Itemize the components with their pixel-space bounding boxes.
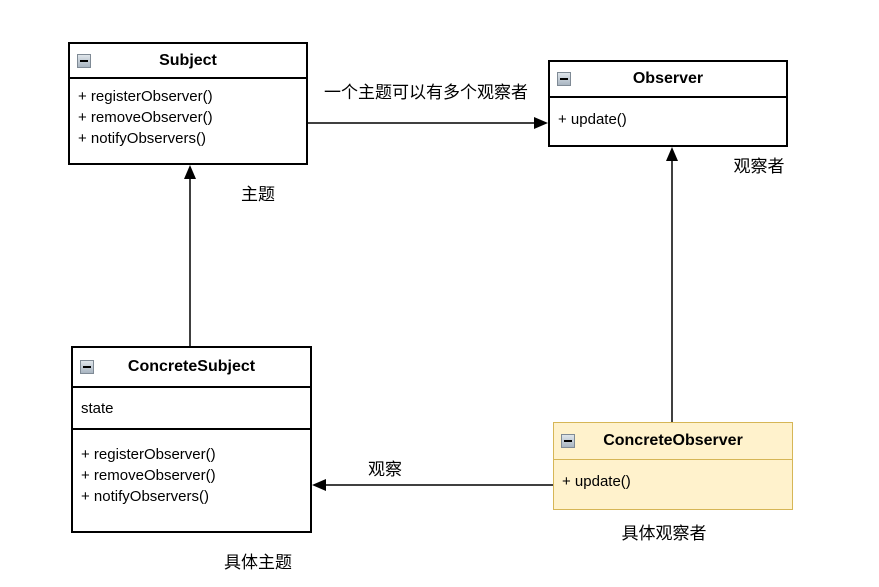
attribute-item: state (81, 400, 114, 417)
method-item: + removeObserver() (81, 467, 216, 484)
caption-concrete-observer: 具体观察者 (621, 524, 707, 543)
edge-label-observe: 观察 (368, 460, 402, 479)
methods-section: + registerObserver() + removeObserver() … (70, 79, 306, 156)
method-item: + registerObserver() (81, 446, 216, 463)
methods-section: + registerObserver() + removeObserver() … (73, 428, 310, 514)
class-box-subject[interactable]: Subject + registerObserver() + removeObs… (68, 42, 308, 165)
arrow-head (666, 147, 678, 161)
arrow-head (534, 117, 548, 129)
class-box-concrete-observer[interactable]: ConcreteObserver + update() (553, 422, 793, 510)
caption-concrete-subject: 具体主题 (224, 553, 292, 572)
edge-concretesubject-to-subject[interactable] (184, 165, 196, 346)
caption-observer: 观察者 (733, 157, 785, 176)
collapse-icon[interactable] (557, 72, 571, 86)
class-title: ConcreteSubject (127, 358, 256, 375)
collapse-icon[interactable] (561, 434, 575, 448)
class-title-row: Subject (70, 44, 306, 79)
class-box-concrete-subject[interactable]: ConcreteSubject state + registerObserver… (71, 346, 312, 533)
method-item: + update() (558, 111, 627, 128)
methods-section: + update() (554, 460, 792, 499)
edge-label-subject-observer: 一个主题可以有多个观察者 (324, 83, 528, 102)
edge-subject-to-observer[interactable] (308, 117, 548, 129)
caption-subject: 主题 (241, 185, 275, 204)
class-title: Observer (632, 70, 704, 87)
arrow-head (184, 165, 196, 179)
method-item: + notifyObservers() (81, 488, 209, 505)
attributes-section: state (73, 388, 310, 428)
method-item: + update() (562, 473, 631, 490)
class-title: ConcreteObserver (603, 432, 743, 449)
collapse-icon[interactable] (80, 360, 94, 374)
class-title: Subject (159, 51, 217, 69)
class-title-row: ConcreteSubject (73, 348, 310, 388)
method-item: + removeObserver() (78, 109, 213, 126)
class-title-row: ConcreteObserver (554, 423, 792, 460)
method-item: + registerObserver() (78, 88, 213, 105)
arrow-head (312, 479, 326, 491)
edge-concreteobserver-to-observer[interactable] (666, 147, 678, 422)
collapse-icon[interactable] (77, 53, 91, 68)
class-box-observer[interactable]: Observer + update() (548, 60, 788, 147)
methods-section: + update() (550, 98, 786, 137)
edge-concreteobserver-to-concretesubject[interactable] (312, 479, 553, 491)
method-item: + notifyObservers() (78, 130, 206, 147)
class-title-row: Observer (550, 62, 786, 98)
